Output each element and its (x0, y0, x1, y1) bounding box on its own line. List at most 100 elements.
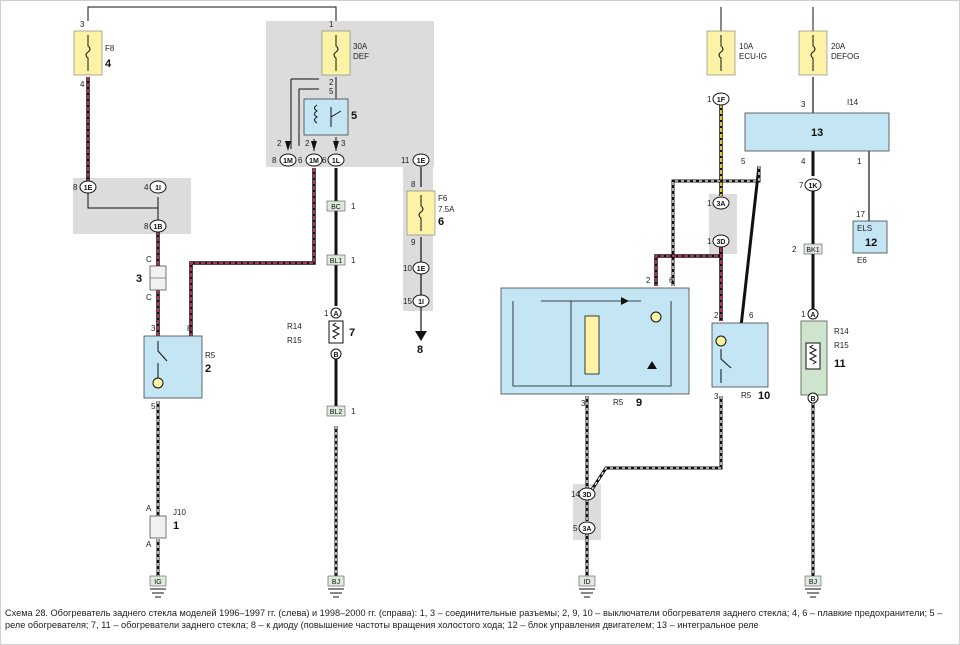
fuse-10a: 10A ECU-IG (706, 30, 767, 76)
label-pins-p14: 14 (571, 490, 580, 499)
label-pins-p1: 1 (707, 199, 712, 208)
bubble-1l: 1L 6 (322, 153, 345, 167)
fuse-f8: F8 4 3 4 (73, 20, 115, 89)
label-components-ecu13-num: 13 (811, 127, 823, 139)
label-components-conn3-num: 3 (136, 273, 142, 285)
label-components-switch9-pin2: 2 (646, 276, 651, 285)
label-connectors-c1M: 1M (309, 158, 319, 165)
label-components-switch10-name: R5 (741, 391, 752, 400)
ground-ig: IG (149, 575, 167, 598)
label-components-switch10-pin2: 2 (714, 311, 719, 320)
label-pins-p1: 1 (707, 237, 712, 246)
bubble-1e-left: 1E8 (73, 180, 97, 194)
label-components-els12-num: 12 (865, 237, 877, 249)
label-components-r5a-num: 2 (205, 363, 211, 375)
fuse-30a: 30A DEF 1 2 (321, 20, 369, 87)
label-connectors-c1I: 1I (155, 185, 161, 192)
wire-top-feed (87, 6, 337, 21)
relay5-pin5: 5 (329, 87, 334, 96)
bubble-1i-left: 1I4 (144, 180, 167, 194)
relay5-pin3: 3 (341, 139, 346, 148)
label-connectors-cA: A (333, 311, 338, 318)
f10-name: ECU-IG (739, 52, 767, 61)
label-pins-p6: 6 (298, 156, 303, 165)
heater-7: A B R14 R15 7 1 (287, 307, 355, 360)
label-connectors-c1B: 1B (154, 224, 163, 231)
label-tags-bk1: BK1 (806, 247, 819, 254)
wiring-diagram: F8 4 3 4 30A DEF 1 2 F6 7.5A 6 8 9 10A E… (73, 6, 890, 598)
f20-name: DEFOG (831, 52, 859, 61)
label-components-conn3-pin: C (146, 255, 152, 264)
wire-switch10-3d (589, 396, 723, 492)
label-components-switch10-pin3: 3 (714, 392, 719, 401)
label-components-j10-name: J10 (173, 508, 186, 517)
label-components-els12-name: ELS (857, 224, 872, 233)
label-components-ecu13-pin1: 1 (857, 157, 862, 166)
label-components-heater7-pin: 1 (324, 309, 329, 318)
bubble-3a-right: 3A 1 (707, 196, 730, 210)
label-components-ecu13-conn: I14 (847, 98, 859, 107)
connector-j10: J10 1 A A (146, 504, 186, 549)
label-connectors-c3D: 3D (717, 239, 726, 246)
f8-pin-bottom: 4 (80, 80, 85, 89)
label-components-switch9-pin3: 3 (581, 399, 586, 408)
fuse-20a: 20A DEFOG (798, 30, 859, 76)
label-pins-p8: 8 (144, 222, 149, 231)
label-components-switch10-pin6: 6 (749, 311, 754, 320)
bubble-3d-right: 3D 1 (707, 234, 730, 248)
bubble-1f: 1F 1 (707, 92, 730, 106)
label-tags-bj: BJ (332, 579, 340, 586)
label-components-j10-num: 1 (173, 520, 179, 532)
label-tags-ig: IG (154, 579, 161, 586)
fuse30-rating: 30A (353, 42, 368, 51)
label-pins-p15: 15 (403, 297, 412, 306)
label-connectors-cB: B (810, 396, 815, 403)
label-components-switch9-name: R5 (613, 398, 624, 407)
f6-rating: 7.5A (438, 205, 455, 214)
switch-10: R5 10 2 6 3 (711, 311, 770, 402)
relay5-num: 5 (351, 110, 357, 122)
figure-caption: Схема 28. Обогреватель заднего стекла мо… (5, 608, 943, 630)
label-connectors-c1K: 1K (809, 183, 818, 190)
label-pins-p1: 1 (351, 202, 356, 211)
bubble-1b-left: 1B 8 (144, 219, 167, 233)
block-13: 13 I14 3 5 4 1 (741, 98, 890, 166)
wire-junction-block (87, 191, 159, 221)
label-pins-p8: 8 (73, 183, 78, 192)
label-connectors-c3D: 3D (583, 492, 592, 499)
f6-pin-bottom: 9 (411, 238, 416, 247)
label-pins-p1: 1 (707, 95, 712, 104)
label-tags-bl2: BL2 (330, 409, 343, 416)
label-pins-p8: 8 (272, 156, 277, 165)
block-els-12: ELS 12 E6 17 (852, 210, 888, 265)
f20-rating: 20A (831, 42, 846, 51)
arrow8-num: 8 (417, 344, 423, 356)
label-connectors-cA: A (810, 312, 815, 319)
label-components-heater11-name1: R14 (834, 327, 849, 336)
label-pins-p1: 1 (351, 407, 356, 416)
label-pins-p1: 1 (351, 256, 356, 265)
relay5-pin2b: 2 (305, 139, 310, 148)
label-components-heater7-name1: R14 (287, 322, 302, 331)
fuse-f6: F6 7.5A 6 8 9 (406, 180, 455, 247)
label-connectors-c3A: 3A (717, 201, 726, 208)
label-connectors-c1F: 1F (717, 97, 726, 104)
label-components-r5a-name: R5 (205, 351, 216, 360)
bubble-1k: 1K7 (799, 178, 822, 192)
label-connectors-c1L: 1L (332, 158, 341, 165)
label-pins-p6: 6 (322, 156, 327, 165)
ground-bj-left: BJ (327, 575, 345, 598)
switch-9: R5 9 2 6 3 (500, 276, 690, 409)
bubble-3a-bottom: 3A5 (573, 521, 596, 535)
heater-11: A B R14 R15 11 1 (800, 308, 849, 404)
fuse30-pin-bottom: 2 (329, 78, 334, 87)
label-components-heater11-name2: R15 (834, 341, 849, 350)
